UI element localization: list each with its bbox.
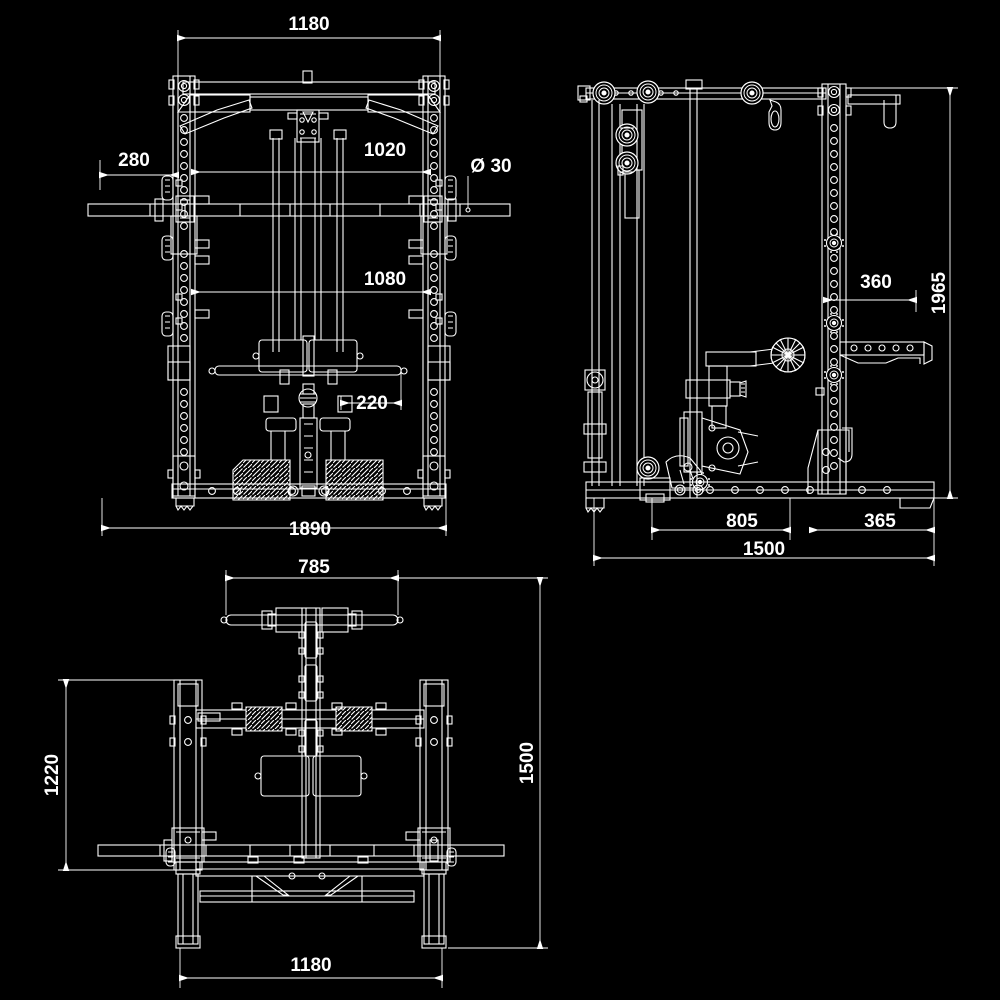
dim-label-dia30: Ø 30 (470, 156, 511, 177)
dim-label-280: 280 (118, 150, 150, 171)
plan-upper-crossbar (195, 702, 425, 736)
front-upright-right (408, 75, 457, 499)
plan-barbell (97, 839, 505, 862)
pulley-stack-lower (615, 151, 639, 175)
dim-label-805: 805 (726, 511, 758, 532)
dim-label-1220: 1220 (42, 754, 63, 796)
side-weight-stack (583, 100, 711, 493)
dim-label-1080: 1080 (364, 269, 406, 290)
dim-label-1180-bottom: 1180 (290, 955, 331, 976)
dim-label-365: 365 (864, 511, 896, 532)
front-foot-plates[interactable] (232, 459, 384, 501)
front-barbell (87, 195, 511, 223)
dim-label-220: 220 (356, 393, 388, 414)
side-view-dimensions (593, 87, 958, 566)
pulley-stack-upper (615, 123, 639, 147)
side-upright-holes (830, 124, 838, 470)
side-adjustable-arm (685, 337, 806, 429)
pulley-top-2 (636, 80, 660, 104)
side-view (577, 79, 935, 514)
dim-label-1500-side: 1500 (743, 539, 785, 560)
dimension-labels: 1180 280 1020 1080 220 1890 Ø 30 360 805… (42, 14, 950, 976)
front-view (87, 70, 511, 512)
plan-handle-bar (220, 607, 404, 859)
pulley-lower-left (636, 456, 660, 480)
plan-lower-frame (195, 856, 425, 903)
front-upright-left (161, 75, 210, 499)
front-weight-carriage (208, 335, 408, 497)
plan-pads (254, 755, 368, 797)
upright-right-holes (430, 114, 438, 456)
dim-label-1500-plan: 1500 (517, 742, 538, 784)
dim-label-1965: 1965 (929, 271, 950, 314)
dim-label-360: 360 (860, 272, 892, 293)
dim-label-1020: 1020 (364, 140, 406, 161)
dim-label-785: 785 (298, 557, 330, 578)
front-view-dimensions (99, 30, 469, 536)
dim-label-1180-top: 1180 (288, 14, 329, 35)
pulley-top-3 (740, 81, 764, 105)
side-center-post (679, 79, 759, 498)
plan-view-dimensions (58, 570, 548, 988)
plan-view (97, 607, 505, 949)
side-base-rail (585, 477, 935, 514)
dim-label-1890: 1890 (289, 519, 331, 540)
front-base-frame (171, 483, 447, 512)
side-top-beam (577, 80, 827, 131)
side-right-upright (807, 83, 933, 495)
plan-upright-right (405, 679, 457, 949)
plan-upright-left (165, 679, 217, 949)
pulley-top-1 (592, 81, 616, 105)
